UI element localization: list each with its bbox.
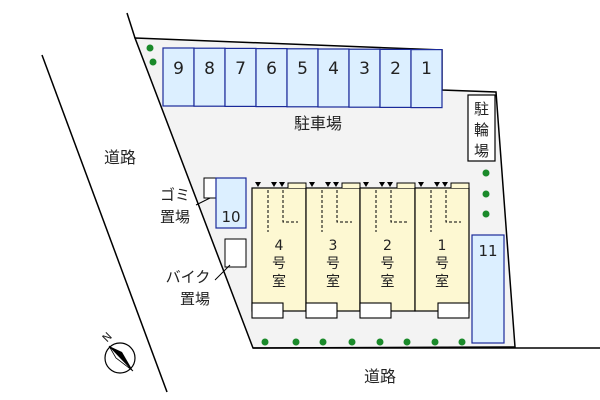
- parking-space: 5: [286, 48, 319, 108]
- compass-icon: N: [100, 330, 136, 374]
- parking-space-10-label: 10: [221, 208, 240, 226]
- parking-space-10: [215, 177, 247, 229]
- unit-2: 2 号室: [359, 182, 416, 319]
- unit-suffix: 室: [272, 273, 286, 290]
- parking-space-label: 2: [390, 59, 401, 79]
- parking-space-label: 9: [173, 59, 184, 79]
- entrance-marker-icon: [434, 182, 440, 187]
- parking-label: 駐車場: [294, 114, 342, 133]
- bike-label-2: 置場: [180, 290, 210, 308]
- unit-number: 2: [383, 238, 392, 254]
- garbage-label-2: 置場: [160, 208, 190, 226]
- parking-space-label: 1: [421, 59, 432, 79]
- bicycle-parking-label-3: 場: [474, 142, 489, 160]
- unit-suffix: 号: [272, 256, 286, 272]
- tree-icon: [431, 338, 439, 346]
- entrance-marker-icon: [255, 182, 261, 187]
- entrance-marker-icon: [379, 182, 385, 187]
- bicycle-parking-label-2: 輪: [474, 121, 489, 139]
- bike-label-1: バイク: [166, 268, 211, 286]
- tree-icon: [458, 338, 466, 346]
- unit-suffix: 号: [326, 256, 340, 272]
- parking-space-label: 8: [204, 59, 215, 79]
- tree-icon: [319, 338, 327, 346]
- tree-icon: [376, 338, 384, 346]
- road-bottom-label: 道路: [364, 367, 396, 386]
- road-edge-line: [41, 54, 168, 393]
- balcony: [359, 302, 392, 319]
- parking-space: 2: [379, 48, 412, 109]
- entrance-marker-icon: [271, 182, 277, 187]
- unit-4: 4 号室: [251, 182, 307, 319]
- entrance-marker-icon: [387, 182, 393, 187]
- bike-area-box: [224, 238, 247, 268]
- bicycle-parking-box: [467, 94, 496, 162]
- entrance-marker-icon: [325, 182, 331, 187]
- bicycle-parking-label-1: 駐: [474, 100, 489, 118]
- tree-icon: [348, 338, 356, 346]
- tree-icon: [146, 44, 154, 52]
- tree-icon: [403, 338, 411, 346]
- balcony: [251, 302, 284, 319]
- road-left-label: 道路: [104, 148, 136, 167]
- tree-icon: [261, 338, 269, 346]
- tree-icon: [482, 169, 490, 177]
- parking-space: 6: [255, 47, 288, 108]
- parking-space: 3: [348, 48, 381, 108]
- balcony: [437, 302, 470, 319]
- unit-number: 4: [275, 238, 284, 254]
- unit-3: 3 号室: [305, 182, 361, 319]
- compass-north-label: N: [100, 330, 115, 345]
- unit-suffix: 室: [435, 273, 449, 290]
- parking-space-11: [471, 234, 505, 344]
- entrance-marker-icon: [309, 182, 315, 187]
- unit-suffix: 号: [381, 256, 395, 272]
- entrance-marker-icon: [442, 182, 448, 187]
- leader-line: [214, 264, 231, 281]
- unit-number: 3: [329, 238, 338, 254]
- tree-icon: [482, 190, 490, 198]
- parking-space-label: 5: [297, 59, 308, 79]
- unit-number: 1: [438, 238, 447, 254]
- unit-suffix: 号: [435, 256, 449, 272]
- parking-space-11-label: 11: [478, 242, 497, 260]
- unit-suffix: 室: [381, 273, 395, 290]
- balcony: [305, 302, 338, 319]
- garbage-area-box: [203, 177, 217, 199]
- parking-space: 8: [193, 47, 226, 107]
- road-edge-line: [126, 12, 136, 39]
- parking-space-label: 3: [359, 59, 370, 79]
- leader-line: [195, 197, 211, 206]
- tree-icon: [482, 210, 490, 218]
- tree-icon: [149, 58, 157, 66]
- entrance-marker-icon: [279, 182, 285, 187]
- parking-space-label: 7: [235, 59, 246, 79]
- parking-space: 9: [162, 47, 195, 107]
- entrance-marker-icon: [333, 182, 339, 187]
- entrance-marker-icon: [363, 182, 369, 187]
- unit-suffix: 室: [326, 273, 340, 290]
- garbage-label-1: ゴミ: [160, 186, 190, 204]
- parking-space-label: 6: [266, 59, 277, 79]
- trees: [146, 44, 490, 346]
- unit-1: 1 号室: [414, 182, 470, 319]
- entrance-marker-icon: [418, 182, 424, 187]
- parking-space: 4: [317, 48, 350, 108]
- parking-space: 1: [410, 48, 443, 109]
- parking-space-label: 4: [328, 59, 339, 79]
- tree-icon: [292, 338, 300, 346]
- parking-space: 7: [224, 47, 257, 108]
